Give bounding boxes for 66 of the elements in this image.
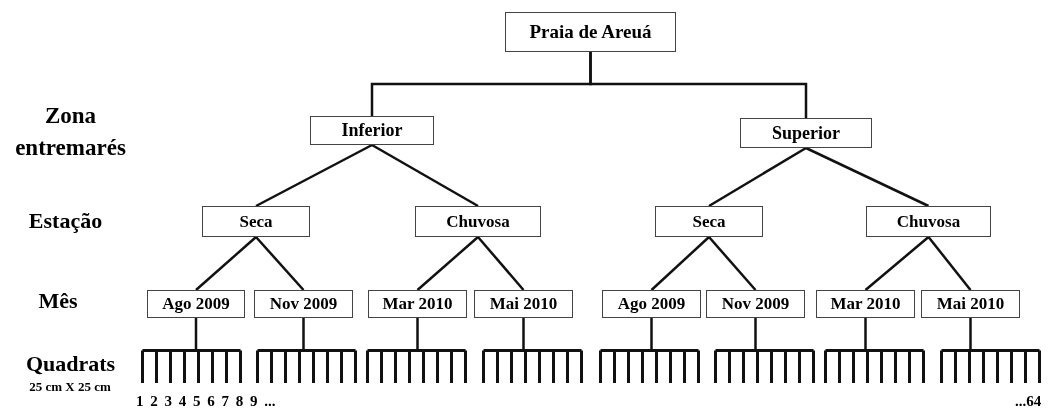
category-box xyxy=(740,118,872,148)
node-label: Mai 2010 xyxy=(936,294,1005,314)
node-label: Ago 2009 xyxy=(617,294,686,314)
node-label: Mai 2010 xyxy=(489,294,558,314)
connector-line xyxy=(969,318,972,351)
category-box xyxy=(602,290,701,318)
connector-line xyxy=(589,52,808,118)
connector-line xyxy=(650,318,653,351)
connector-line xyxy=(302,318,305,351)
node-label: Seca xyxy=(692,211,726,232)
level-label: Zona entremarés xyxy=(14,102,127,162)
connector-line xyxy=(416,236,479,291)
category-box xyxy=(147,290,245,318)
category-box xyxy=(474,290,573,318)
node-label: Chuvosa xyxy=(446,211,510,232)
connector-line xyxy=(477,236,525,291)
quadrat-comb xyxy=(599,349,700,383)
quadrat-numbers: 1 2 3 4 5 6 7 8 9 ... xyxy=(136,393,277,410)
connector-line xyxy=(255,143,373,208)
category-box xyxy=(816,290,915,318)
category-box xyxy=(415,206,541,237)
quadrat-comb xyxy=(714,349,815,383)
category-box xyxy=(368,290,467,318)
quadrat-comb xyxy=(256,349,357,383)
quadrat-comb xyxy=(482,349,583,383)
node-label: Superior xyxy=(772,122,840,144)
category-box xyxy=(310,116,434,145)
quadrat-comb xyxy=(824,349,925,383)
connector-line xyxy=(650,236,710,291)
category-box xyxy=(866,206,991,237)
quadrat-comb xyxy=(940,349,1041,383)
connector-line xyxy=(194,318,198,351)
connector-line xyxy=(805,146,930,208)
category-box xyxy=(655,206,763,237)
node-label: Nov 2009 xyxy=(721,294,790,314)
node-label: Mar 2010 xyxy=(382,294,453,314)
quadrat-comb xyxy=(141,349,242,383)
quadrat-comb xyxy=(366,349,467,383)
connector-line xyxy=(708,146,807,208)
connector-line xyxy=(522,318,525,351)
level-label: Mês xyxy=(37,288,79,314)
category-box xyxy=(921,290,1020,318)
unit-label: 25 cm X 25 cm xyxy=(28,379,112,395)
connector-line xyxy=(195,236,257,291)
level-label: Estação xyxy=(27,208,104,234)
connector-line xyxy=(416,318,419,351)
connector-line xyxy=(255,236,305,291)
node-label: Mar 2010 xyxy=(830,294,901,314)
node-label: Praia de Areuá xyxy=(529,21,652,43)
node-label: Chuvosa xyxy=(896,211,961,232)
node-label: Ago 2009 xyxy=(162,294,230,314)
category-box xyxy=(254,290,353,318)
category-box xyxy=(706,290,805,318)
connector-line xyxy=(371,143,479,208)
quadrat-numbers: ...64 xyxy=(1015,393,1043,410)
connector-line xyxy=(754,318,757,351)
connector-line xyxy=(708,236,757,291)
node-label: Nov 2009 xyxy=(269,294,338,314)
node-label: Inferior xyxy=(341,120,403,141)
connector-line xyxy=(864,236,930,291)
connector-line xyxy=(927,236,972,291)
node-label: Seca xyxy=(239,211,273,232)
category-box xyxy=(505,12,676,52)
connector-line xyxy=(864,318,867,351)
category-box xyxy=(202,206,310,237)
level-label: Quadrats xyxy=(24,351,117,377)
